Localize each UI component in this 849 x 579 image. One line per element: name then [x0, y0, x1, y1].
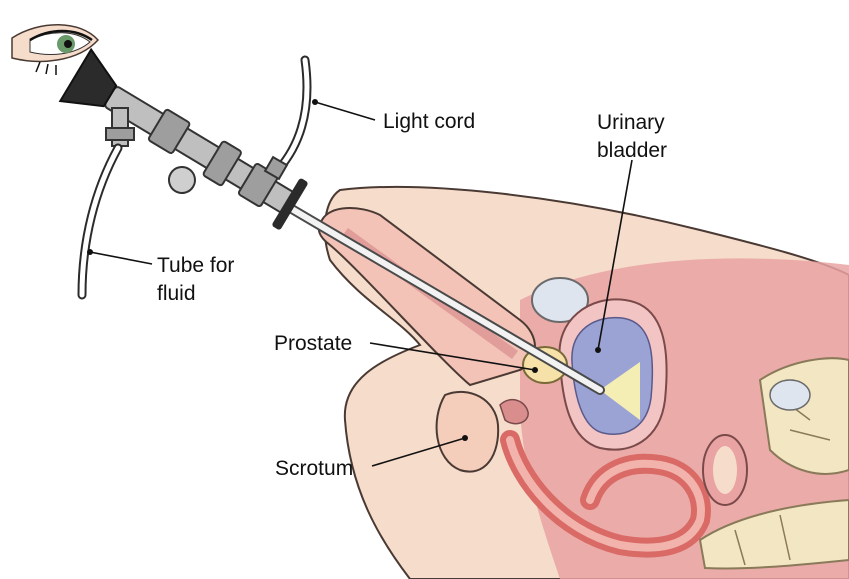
light-cord [265, 60, 307, 179]
label-scrotum: Scrotum [275, 457, 353, 480]
scrotum-shape [437, 392, 499, 472]
label-tube-for-fluid-line2: fluid [157, 282, 196, 305]
label-light-cord: Light cord [383, 110, 475, 133]
label-urinary-bladder-line1: Urinary [597, 111, 665, 134]
label-prostate: Prostate [274, 332, 352, 355]
fluid-tube [82, 148, 118, 295]
label-tube-for-fluid-line1: Tube for [157, 254, 234, 277]
label-urinary-bladder-line2: bladder [597, 139, 667, 162]
